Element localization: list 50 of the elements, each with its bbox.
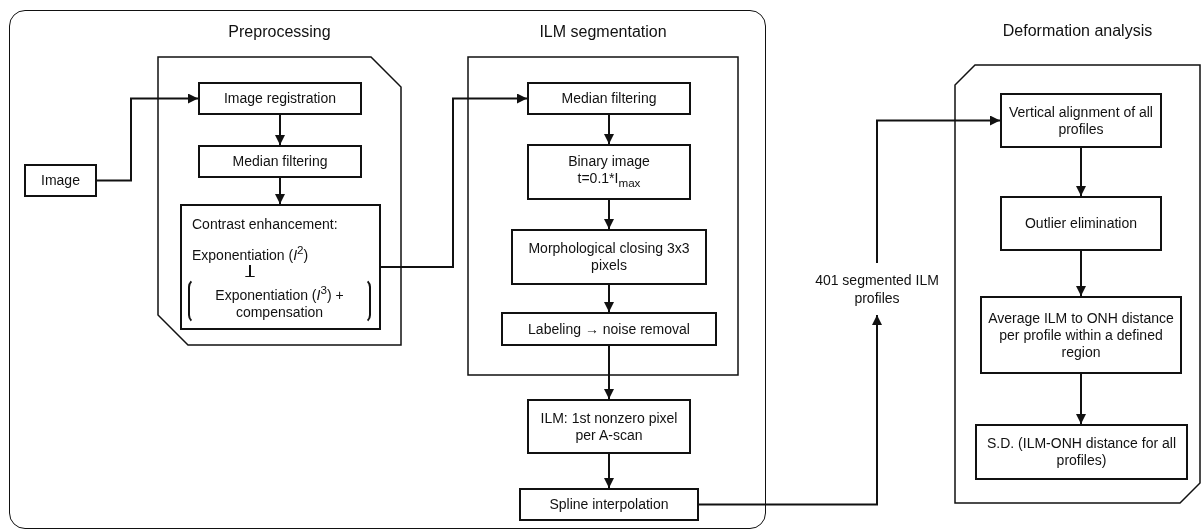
arrow	[604, 114, 614, 145]
bracketed-text: Exponentiation (I$^{3}$) + compensation	[188, 278, 371, 324]
box-label: Spline interpolation	[549, 496, 669, 513]
arrow	[604, 199, 614, 230]
process-box	[975, 424, 1188, 480]
box-label: Image	[41, 172, 80, 189]
annotation-text: 401 segmented ILM profiles	[814, 271, 940, 307]
process-box	[1000, 196, 1162, 251]
box-label: Image registration	[223, 90, 337, 107]
arrow	[380, 93, 528, 268]
box-label: ILM: 1st nonzero pixel per A-scan	[539, 409, 679, 444]
arrow	[275, 114, 285, 146]
arrow	[1076, 250, 1086, 297]
arrow	[96, 93, 199, 182]
arrow	[1076, 373, 1086, 425]
box-label: Exponentiation (I$^{2}$)	[192, 242, 309, 264]
arrow	[604, 453, 614, 489]
box-label: Labeling → noise removal	[528, 320, 690, 338]
box-label: S.D. (ILM-ONH distance for all profiles)	[985, 435, 1178, 469]
box-label: Median filtering	[561, 90, 657, 107]
box-label: Binary image	[568, 153, 650, 171]
process-box	[180, 204, 381, 330]
box-label: Median filtering	[232, 153, 328, 170]
group-heading: Deformation analysis	[1002, 22, 1153, 40]
process-box	[511, 229, 707, 285]
process-box	[198, 82, 362, 115]
process-box	[527, 399, 691, 454]
arrow	[1076, 147, 1086, 197]
arrow	[604, 284, 614, 313]
arrow	[876, 115, 1001, 264]
process-box	[501, 312, 717, 346]
process-box	[980, 296, 1182, 374]
process-box	[1000, 93, 1162, 148]
group-heading: Preprocessing	[228, 23, 331, 41]
process-box	[527, 144, 691, 200]
process-box	[24, 164, 97, 197]
box-label: Vertical alignment of all profiles	[1008, 103, 1154, 138]
arrow	[698, 314, 882, 506]
process-box	[198, 145, 362, 178]
box-label: t=0.1*I$_{max}$	[577, 170, 641, 191]
box-label: Contrast enhancement:	[192, 216, 338, 233]
arrow	[275, 177, 285, 205]
box-label: Average ILM to ONH distance per profile within a defined region	[987, 309, 1175, 361]
process-box	[527, 82, 691, 115]
rounded-panel	[9, 10, 766, 529]
box-label: Morphological closing 3x3 pixels	[527, 240, 691, 274]
group-heading: ILM segmentation	[539, 23, 667, 41]
arrow	[604, 345, 614, 400]
process-box	[519, 488, 699, 521]
box-label: Outlier elimination	[1024, 215, 1138, 232]
